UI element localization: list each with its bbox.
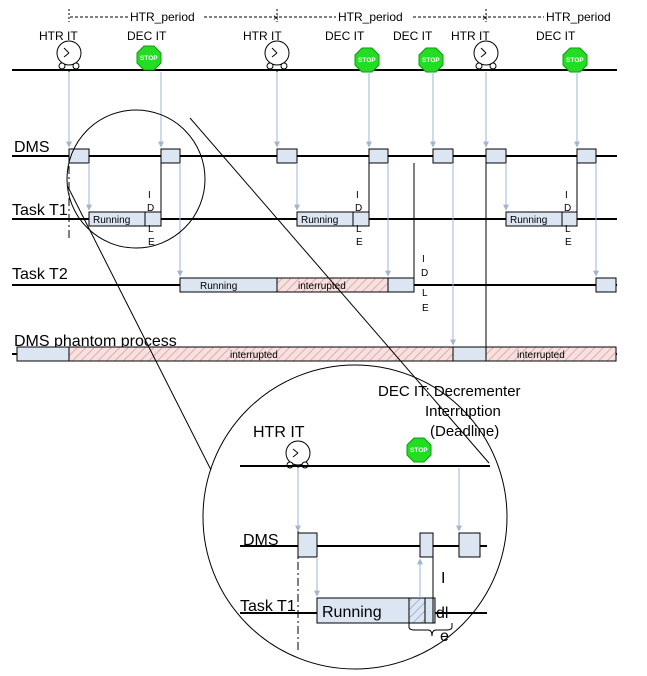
svg-text:E: E (422, 303, 429, 314)
svg-text:STOP: STOP (140, 55, 158, 62)
stop-sign-icon: STOP (354, 47, 380, 73)
svg-text:STOP: STOP (358, 57, 376, 64)
svg-text:×: × (273, 13, 279, 24)
svg-text:L: L (356, 224, 362, 235)
clock-icon (473, 40, 499, 70)
svg-text:e: e (440, 628, 449, 645)
zoom-lens (66, 109, 508, 670)
svg-text:I: I (356, 190, 359, 201)
svg-text:I: I (441, 570, 445, 587)
row-label-task2: Task T2 (12, 266, 68, 283)
legend-line1: DEC IT: Decrementer (378, 383, 521, 400)
svg-text:Running: Running (200, 281, 237, 292)
legend: DEC IT: Decrementer Interruption (Deadli… (378, 383, 521, 440)
interrupt-labels: HTR IT DEC IT HTR IT DEC IT DEC IT HTR I… (39, 29, 576, 43)
svg-text:L: L (565, 224, 571, 235)
stop-sign-icon: STOP (406, 437, 432, 463)
svg-text:Running: Running (301, 215, 338, 226)
svg-text:I: I (565, 190, 568, 201)
svg-text:D: D (355, 203, 362, 214)
clock-icon (264, 40, 290, 70)
zoom-htr-label: HTR IT (253, 424, 305, 441)
task2-segments: Running interrupted (179, 277, 617, 293)
period-label-3: HTR_period (546, 10, 611, 24)
dms-boxes (68, 148, 597, 164)
svg-text:D: D (147, 203, 154, 214)
svg-text:E: E (148, 237, 155, 248)
phantom-segments: interrupted interrupted (16, 346, 617, 362)
svg-text:dl: dl (436, 605, 448, 622)
clock-icon (56, 40, 82, 70)
svg-text:D: D (421, 268, 428, 279)
svg-text:interrupted: interrupted (517, 350, 565, 361)
dec-label-4: DEC IT (536, 29, 576, 43)
zoom-running: Running (322, 604, 382, 621)
dec-label-2: DEC IT (325, 29, 365, 43)
zoom-dms-label: DMS (243, 532, 279, 549)
htr-label-1: HTR IT (39, 29, 78, 43)
svg-text:E: E (565, 237, 572, 248)
legend-line2: Interruption (425, 403, 501, 420)
svg-text:×: × (482, 13, 488, 24)
svg-text:L: L (148, 224, 154, 235)
htr-label-3: HTR IT (451, 29, 490, 43)
svg-text:I: I (148, 190, 151, 201)
row-label-dms: DMS (14, 139, 50, 156)
clock-icon (285, 440, 311, 469)
period-header: × × HTR_period HTR_period HTR_period (68, 9, 611, 24)
zoom-content: HTR IT STOP DMS Task T1 Running I dl e (240, 424, 490, 650)
svg-text:D: D (564, 203, 571, 214)
legend-line3: (Deadline) (430, 423, 499, 440)
svg-text:L: L (422, 288, 428, 299)
htr-label-2: HTR IT (243, 29, 282, 43)
svg-text:E: E (356, 237, 363, 248)
svg-text:STOP: STOP (410, 447, 428, 454)
dec-label-1: DEC IT (127, 29, 167, 43)
row-label-task1: Task T1 (12, 202, 68, 219)
period-label-1: HTR_period (130, 10, 195, 24)
period-label-2: HTR_period (338, 10, 403, 24)
stop-sign-icon: STOP (136, 45, 162, 71)
svg-text:interrupted: interrupted (230, 350, 278, 361)
stop-sign-icon: STOP (562, 47, 588, 73)
svg-text:I: I (422, 254, 425, 265)
task1-running: Running Running Running (88, 211, 578, 227)
svg-text:Running: Running (510, 215, 547, 226)
row-label-phantom: DMS phantom process (14, 333, 177, 350)
stop-sign-icon: STOP (418, 47, 444, 73)
svg-text:STOP: STOP (422, 57, 440, 64)
zoom-task1-label: Task T1 (240, 598, 296, 615)
svg-text:interrupted: interrupted (298, 281, 346, 292)
svg-text:Running: Running (93, 215, 130, 226)
svg-text:STOP: STOP (566, 57, 584, 64)
dec-label-3: DEC IT (393, 29, 433, 43)
transition-arrows (66, 72, 599, 346)
